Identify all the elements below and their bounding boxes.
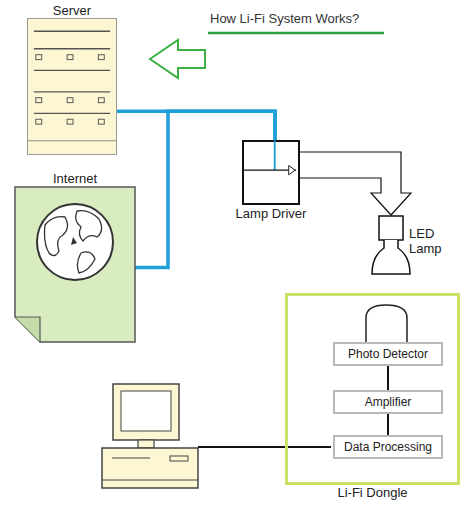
server-box-shape <box>28 19 116 154</box>
data-cable <box>117 111 275 140</box>
label-holder: Lamp Driver <box>236 206 307 221</box>
led-lamp: LED Lamp <box>370 216 412 278</box>
node-label: Photo Detector <box>348 347 428 362</box>
internet-page-shape <box>15 187 135 342</box>
node-label: LED Lamp <box>409 226 447 256</box>
label-holder: Server <box>53 3 91 18</box>
data-processing-box: Data Processing <box>333 435 443 459</box>
computer-icon <box>102 384 198 488</box>
label-holder: Li-Fi Dongle <box>337 485 407 500</box>
amplifier-box: Amplifier <box>333 390 443 414</box>
label-holder: Internet <box>53 171 97 186</box>
lamp-driver-box: Lamp Driver <box>242 140 300 205</box>
pointer-arrow <box>150 40 205 78</box>
title-holder: How Li-Fi System Works? <box>210 11 359 26</box>
node-label: Server <box>53 3 91 18</box>
node-label: Lamp Driver <box>236 206 307 221</box>
server-box: Server <box>27 18 117 155</box>
connector-line <box>387 414 389 435</box>
node-label: Li-Fi Dongle <box>337 485 407 500</box>
connector-line <box>387 366 389 390</box>
signal-arrow <box>300 152 411 215</box>
title-text: How Li-Fi System Works? <box>210 11 359 26</box>
node-label: Internet <box>53 171 97 186</box>
node-label: Amplifier <box>365 395 412 410</box>
dongle-box: Li-Fi DonglePhoto DetectorAmplifierData … <box>285 293 460 485</box>
lamp-driver-box-shape <box>244 142 298 203</box>
usb-wire <box>198 446 331 448</box>
title-underline <box>208 32 384 35</box>
led-lamp-shape <box>370 216 412 278</box>
label-holder: LED Lamp <box>409 226 447 256</box>
node-label: Data Processing <box>344 440 432 455</box>
photo-detector-box: Photo Detector <box>333 342 443 366</box>
internet-page: Internet <box>15 187 135 342</box>
sensor-dome <box>366 305 407 342</box>
